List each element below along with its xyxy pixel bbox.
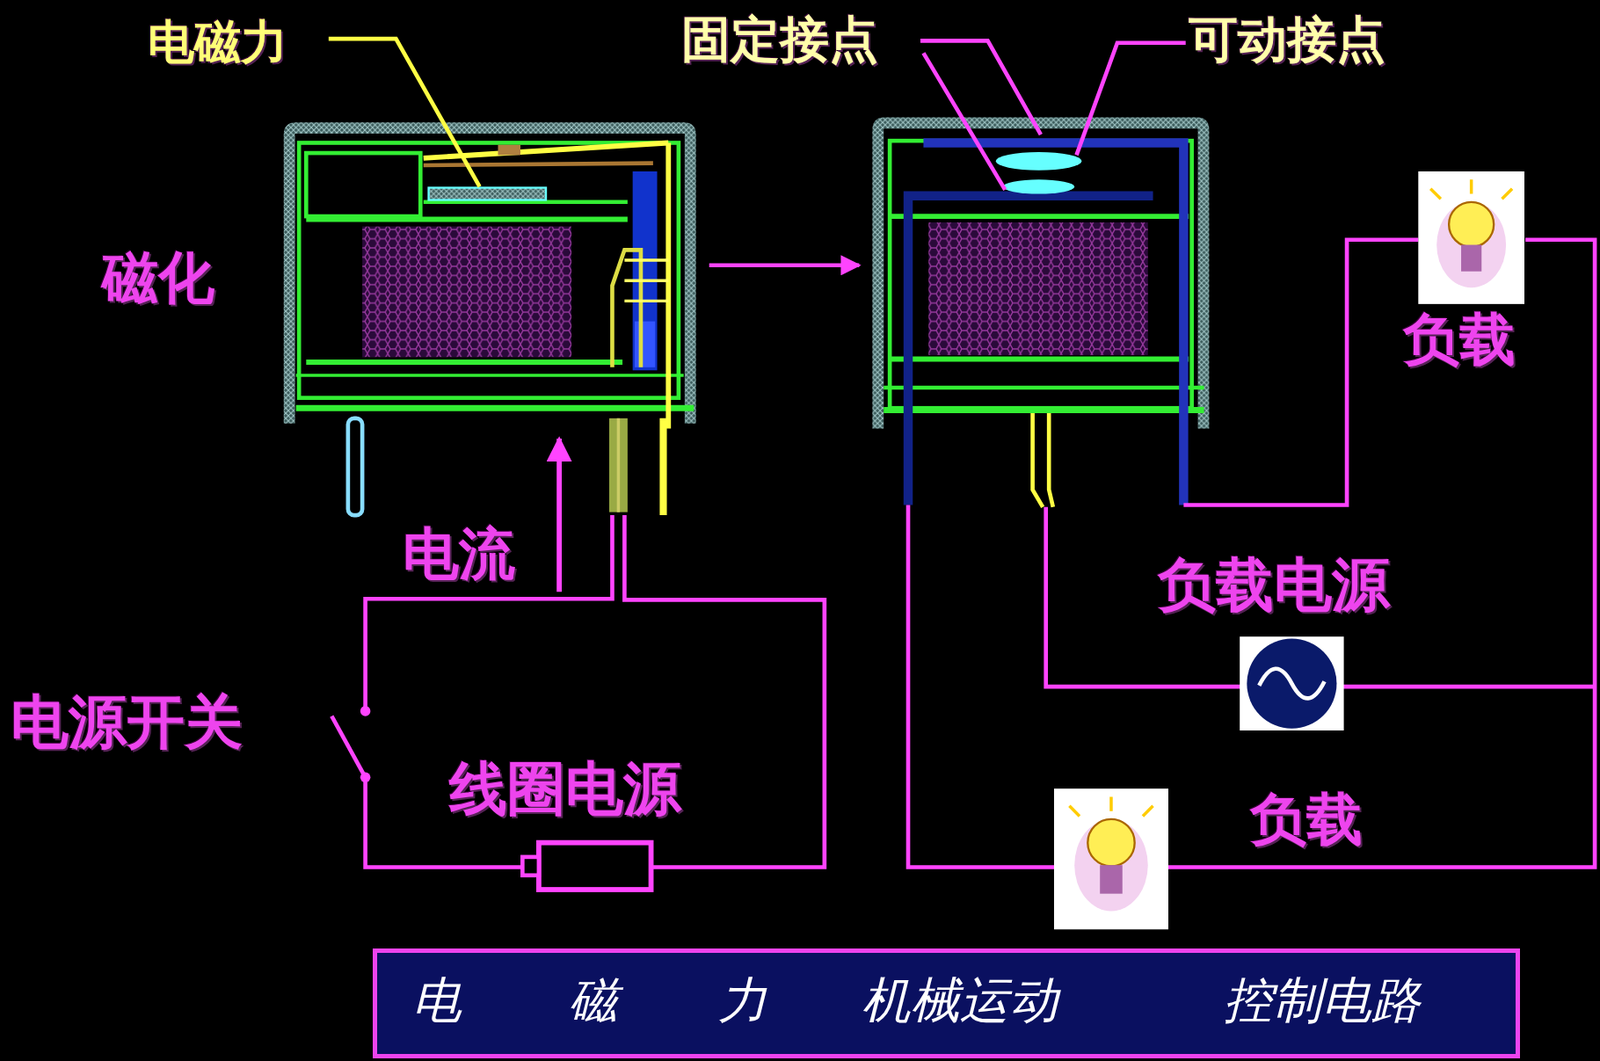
callout-label: 负载 [1250, 791, 1363, 848]
callout-label: 电磁力 [147, 18, 288, 66]
callout-label: 负载电源 [1157, 556, 1390, 615]
leader-line [328, 38, 480, 187]
callout-label: 磁化 [101, 249, 215, 306]
leader-line [1076, 43, 1186, 156]
step-text: 控制电路 [1223, 975, 1421, 1026]
callout-label: 电流 [402, 525, 516, 582]
bulb-symbol [1054, 788, 1169, 930]
coil-circuit [331, 438, 825, 867]
callout-label: 固定接点 [681, 14, 879, 65]
relay-before [283, 122, 697, 516]
load-circuit [908, 240, 1595, 868]
step-text: 磁 [568, 975, 619, 1026]
callout-label: 线圈电源 [449, 760, 682, 819]
leader-line [923, 52, 1005, 190]
step-text: 机械运动 [861, 975, 1059, 1026]
step-text: 电 [412, 975, 462, 1026]
leader-line [920, 40, 1041, 135]
transition-arrow [709, 262, 860, 268]
ac-source-symbol [1239, 636, 1344, 731]
relay-after [872, 116, 1209, 507]
step-text: 力 [718, 975, 768, 1026]
bulb-symbol [1418, 171, 1525, 305]
battery-symbol [522, 843, 651, 890]
callout-label: 负载 [1403, 311, 1516, 368]
callout-label: 电源开关 [10, 693, 243, 752]
process-band: 电 磁 力 机械运动 控制电路 [372, 948, 1521, 1058]
callout-label: 可动接点 [1188, 14, 1386, 65]
